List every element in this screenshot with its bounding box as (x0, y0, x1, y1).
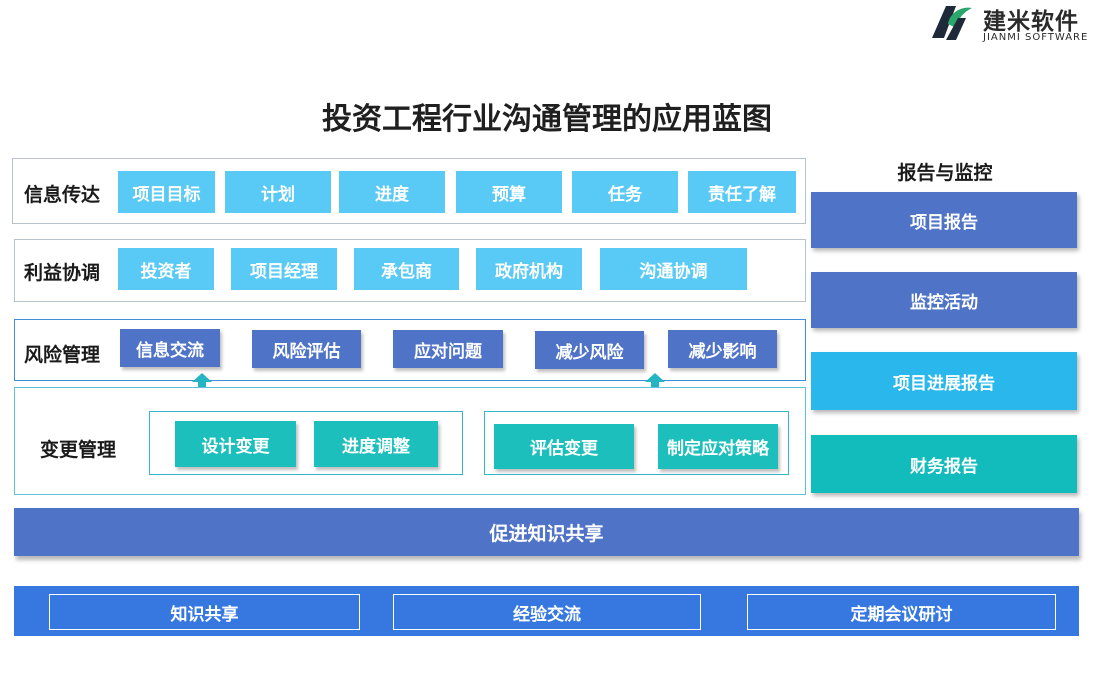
stake-item: 政府机构 (476, 248, 582, 290)
risk-item: 减少影响 (668, 330, 777, 368)
change-item: 制定应对策略 (658, 424, 778, 469)
row-info-label: 信息传达 (24, 184, 101, 206)
risk-item: 应对问题 (393, 330, 503, 368)
row-stake-label: 利益协调 (24, 262, 101, 284)
row-risk-label: 风险管理 (24, 344, 101, 366)
row-change-label: 变更管理 (40, 439, 117, 461)
side-item: 项目报告 (811, 192, 1077, 248)
risk-item: 风险评估 (252, 330, 361, 368)
promote-knowledge-bar: 促进知识共享 (14, 508, 1079, 556)
side-item: 财务报告 (811, 435, 1077, 493)
page-title: 投资工程行业沟通管理的应用蓝图 (322, 102, 772, 137)
info-item: 任务 (572, 171, 678, 213)
stake-item: 项目经理 (231, 248, 337, 290)
logo-name-en: JIANMI SOFTWARE (983, 32, 1089, 43)
info-item: 责任了解 (688, 171, 796, 213)
risk-item: 减少风险 (535, 331, 644, 369)
jianmi-logo-icon (928, 2, 974, 44)
bottom-item: 经验交流 (393, 594, 701, 630)
change-item: 设计变更 (175, 421, 296, 467)
change-item: 评估变更 (494, 424, 634, 469)
info-item: 预算 (456, 171, 562, 213)
side-item: 监控活动 (811, 272, 1077, 328)
bottom-item: 定期会议研讨 (747, 594, 1056, 630)
info-item: 计划 (225, 171, 331, 213)
stake-item: 投资者 (118, 248, 214, 290)
info-item: 进度 (339, 171, 445, 213)
side-title: 报告与监控 (897, 162, 993, 184)
bottom-item: 知识共享 (49, 594, 360, 630)
risk-item: 信息交流 (120, 329, 220, 367)
stake-item: 承包商 (354, 248, 459, 290)
info-item: 项目目标 (118, 171, 215, 213)
logo-name-cn: 建米软件 (983, 9, 1079, 35)
stake-item: 沟通协调 (600, 248, 747, 290)
change-item: 进度调整 (314, 421, 438, 467)
side-item: 项目进展报告 (811, 352, 1077, 410)
